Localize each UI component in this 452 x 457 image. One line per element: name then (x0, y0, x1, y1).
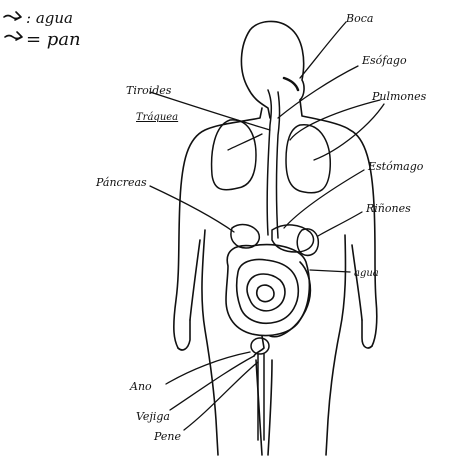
pointer-agua (310, 270, 350, 272)
label-pene: Pene (153, 430, 182, 443)
label-tiroides: Tiroides (126, 84, 172, 97)
label-pulmones: Pulmones (371, 90, 427, 103)
legend: : agua = pan (4, 9, 81, 50)
pancreas (231, 225, 259, 248)
pointer-boca (300, 22, 346, 78)
legend-water-arrow-icon (4, 12, 21, 20)
pointer-pene (184, 362, 258, 430)
label-ano: Ano (129, 380, 152, 393)
label-boca: Boca (345, 12, 373, 25)
kidney-right (297, 229, 318, 255)
pointer-trachea-lung (228, 134, 262, 150)
legend-bread-arrow-icon (5, 32, 22, 40)
intestines (226, 245, 310, 356)
pointer-tiroides (150, 92, 270, 130)
label-rinones: Riñones (365, 202, 411, 215)
label-estomago: Estómago (367, 160, 424, 173)
legend-bread-label: = pan (26, 29, 81, 50)
left-lung (212, 120, 256, 190)
pointer-pancreas (150, 186, 234, 232)
pointer-rinones (318, 212, 362, 236)
pointer-pulmones-left (290, 100, 380, 140)
pointer-pulmones-right (314, 104, 384, 160)
pointer-ano (166, 352, 250, 384)
labels: Boca Esófago Pulmones Tiroides Tráquea E… (95, 12, 427, 443)
legend-water-label: : agua (26, 9, 73, 27)
esophagus (267, 78, 298, 238)
upper-abdomen-organs (231, 225, 318, 256)
pointer-estomago (284, 170, 364, 228)
lungs (212, 120, 331, 193)
right-lung (286, 125, 330, 193)
label-vejiga: Vejiga (136, 410, 170, 423)
label-trachea: Tráquea (136, 112, 178, 123)
body-outline (174, 21, 377, 455)
label-pancreas: Páncreas (95, 176, 147, 189)
label-esofago: Esófago (361, 54, 407, 67)
label-agua: agua (354, 268, 379, 279)
